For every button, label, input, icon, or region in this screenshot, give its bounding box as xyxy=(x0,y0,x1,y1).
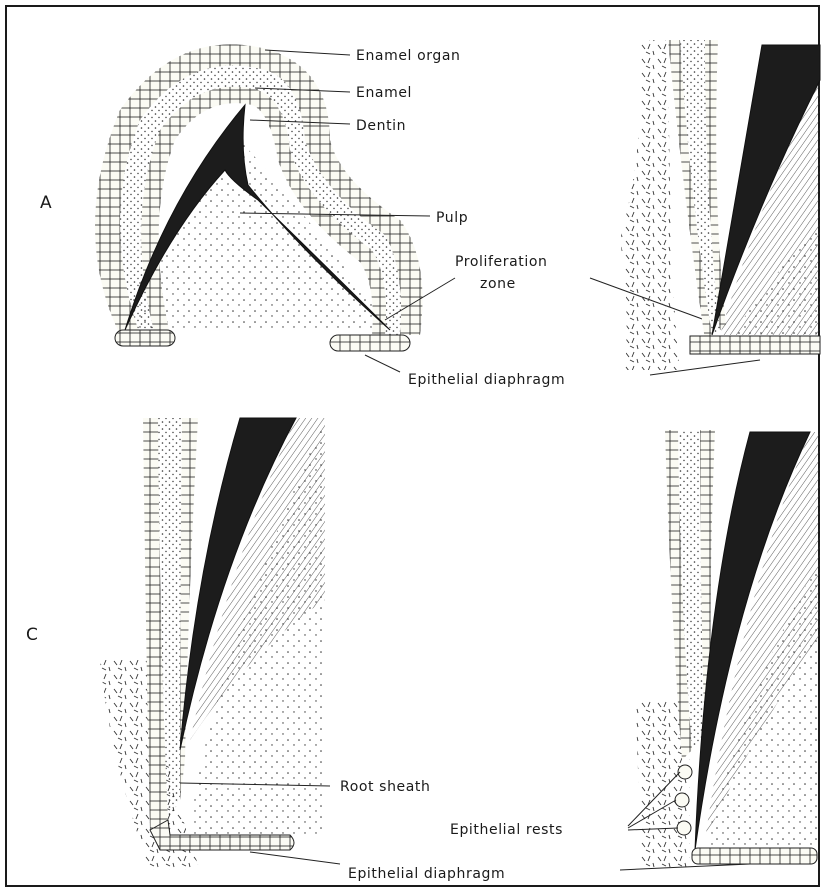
epithelial-rest-1 xyxy=(678,765,692,779)
panel-b-epithelial-diaphragm xyxy=(690,336,820,354)
label-epithelial-diaphragm-top: Epithelial diaphragm xyxy=(408,372,565,388)
panel-letter-c: C xyxy=(26,625,38,645)
epithelial-rest-2 xyxy=(675,793,689,807)
label-proliferation-zone-line1: Proliferation xyxy=(455,254,547,270)
label-epithelial-rests: Epithelial rests xyxy=(450,822,563,838)
cervical-loop-left xyxy=(115,330,175,346)
cervical-loop-right xyxy=(330,335,410,351)
label-epithelial-diaphragm-bottom: Epithelial diaphragm xyxy=(348,866,505,882)
panel-letter-a: A xyxy=(40,193,52,213)
label-enamel-organ: Enamel organ xyxy=(356,48,461,64)
label-pulp: Pulp xyxy=(436,210,468,226)
label-enamel: Enamel xyxy=(356,85,412,101)
label-root-sheath: Root sheath xyxy=(340,779,431,795)
label-proliferation-zone-line2: zone xyxy=(480,276,516,292)
label-dentin: Dentin xyxy=(356,118,406,134)
epithelial-rest-3 xyxy=(677,821,691,835)
panel-d-epithelial-diaphragm xyxy=(692,848,817,864)
